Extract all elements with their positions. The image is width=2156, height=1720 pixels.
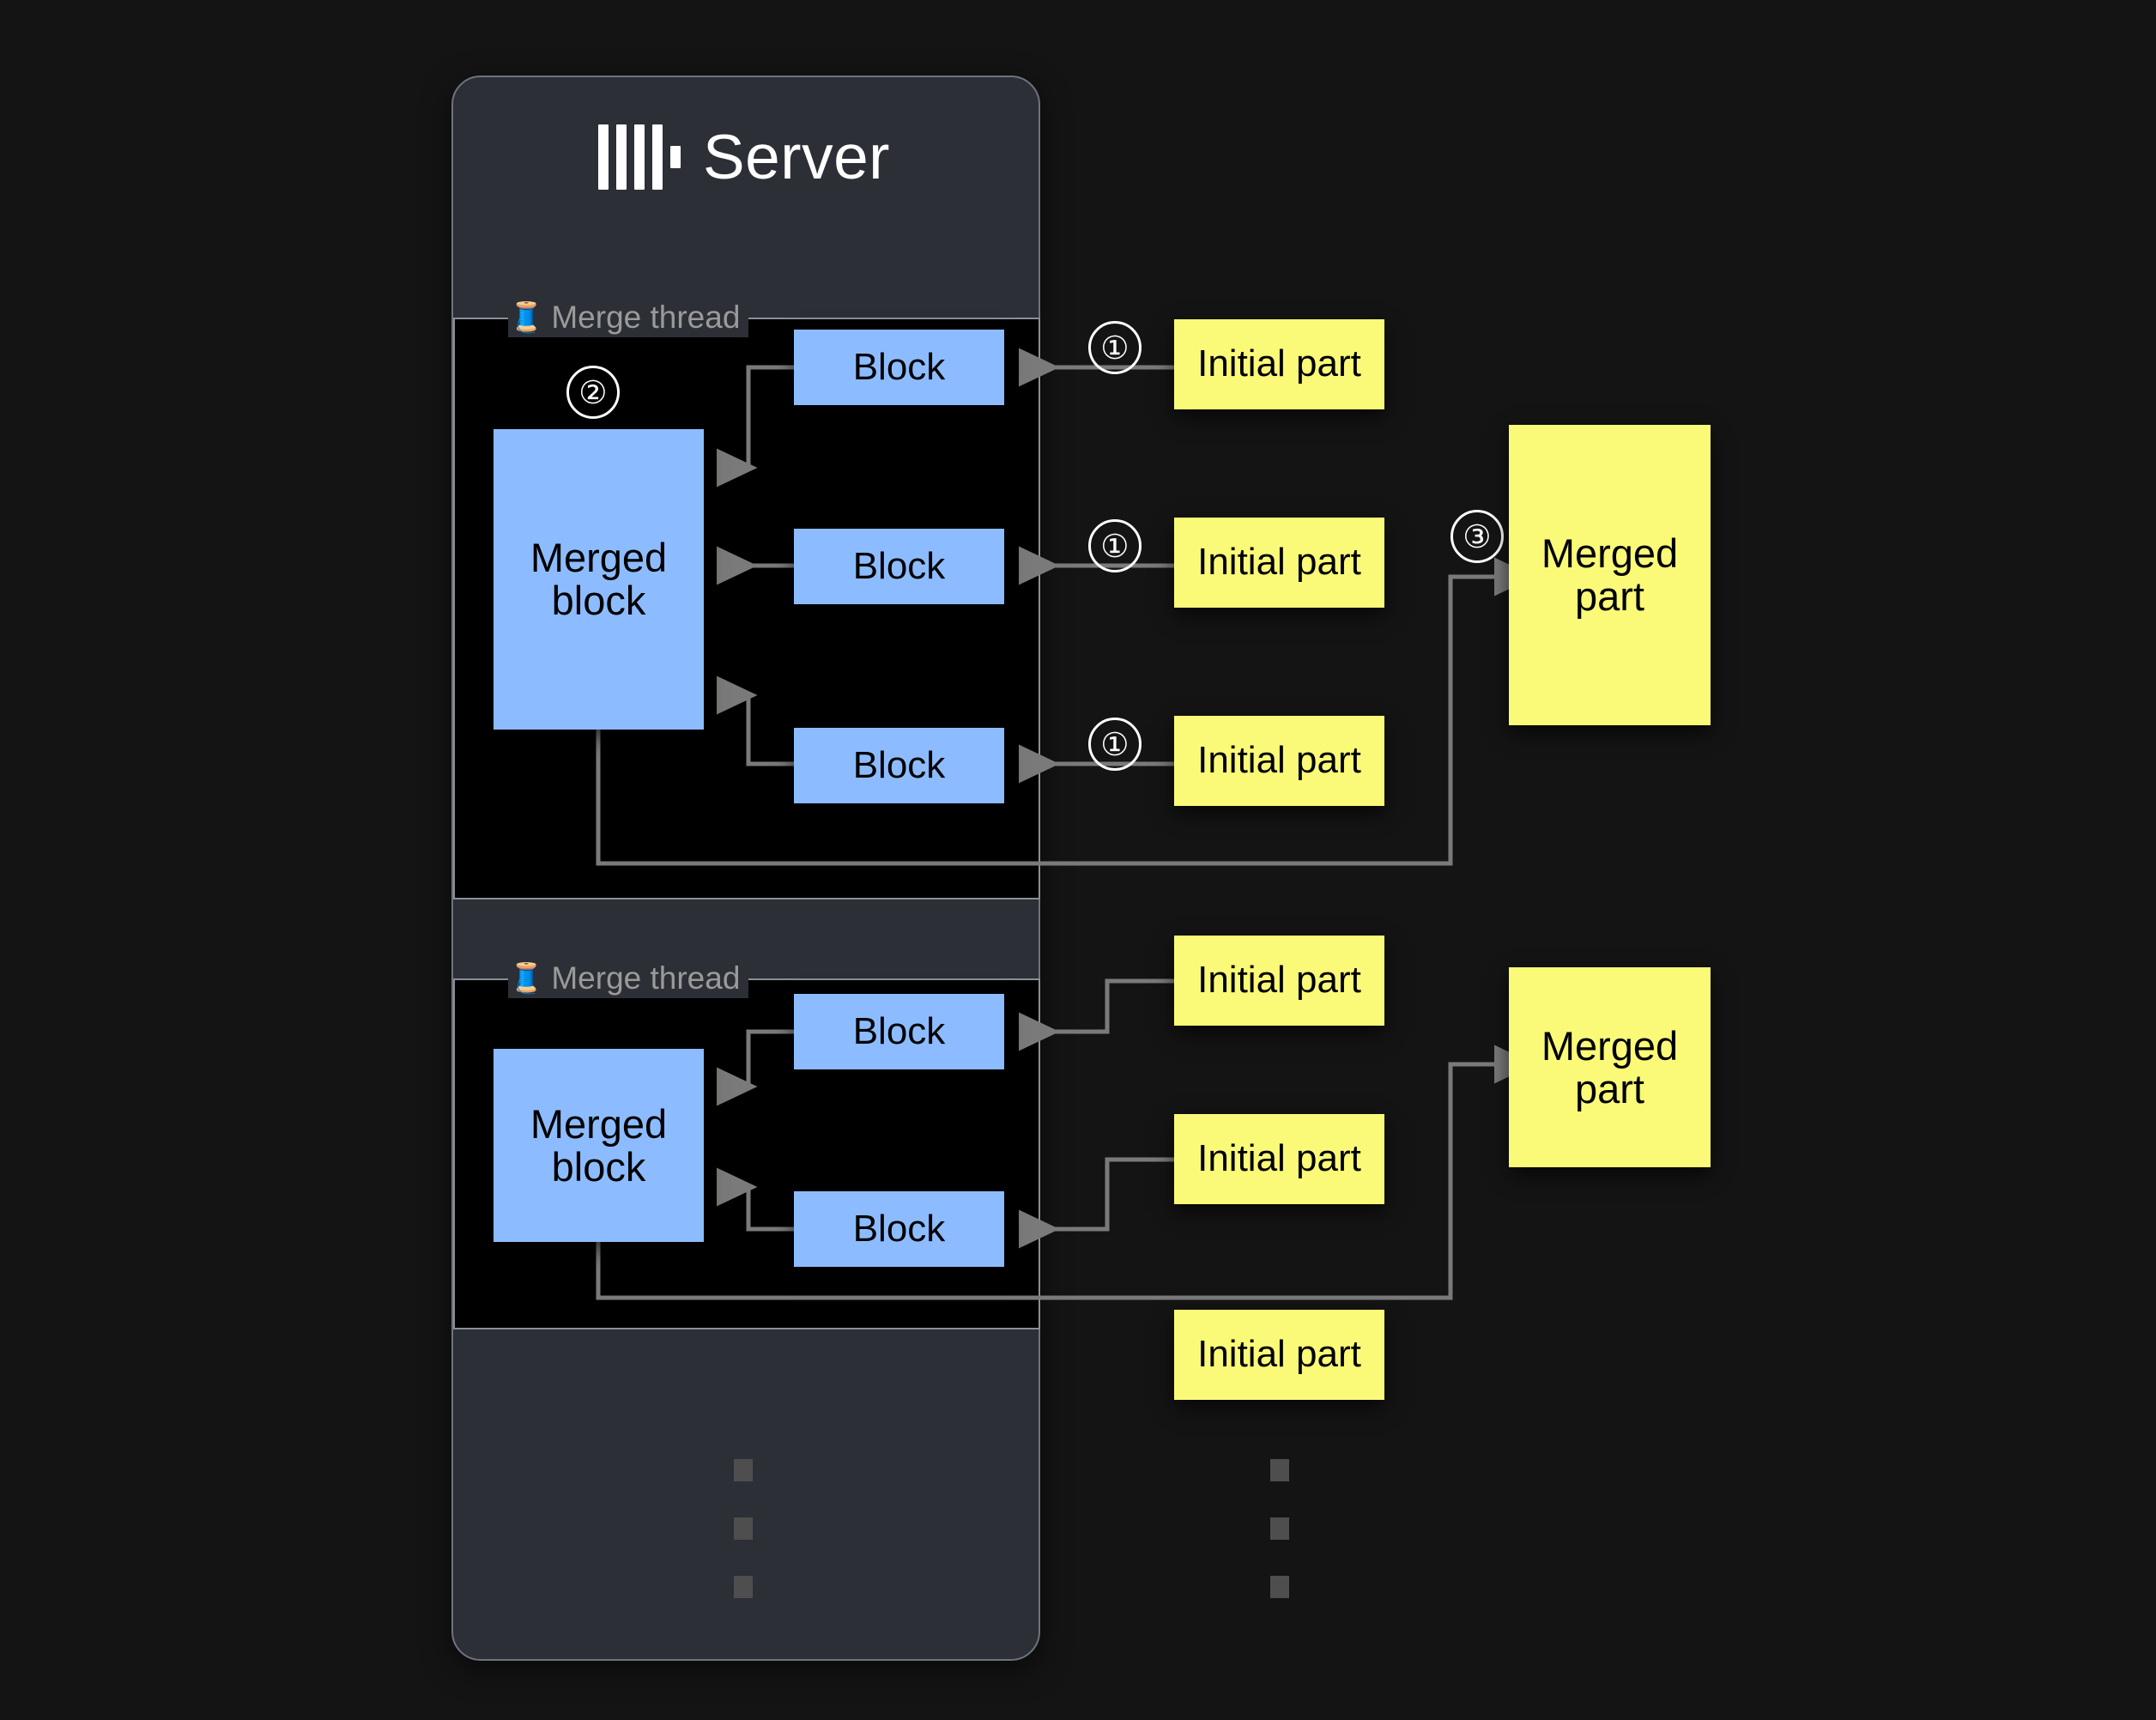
ellipsis-dot — [734, 1459, 753, 1481]
initial-part-3: Initial part — [1174, 716, 1384, 806]
merged-block-1: Merged block — [494, 429, 704, 730]
block-2b: Block — [794, 1191, 1004, 1267]
ellipsis-dot — [1270, 1576, 1289, 1598]
merged-part-2: Merged part — [1509, 967, 1711, 1167]
block-1a: Block — [794, 330, 1004, 405]
clickhouse-logo-icon — [597, 124, 681, 190]
step-marker-1a: ① — [1088, 321, 1142, 374]
step-marker-2: ② — [566, 366, 620, 419]
ellipsis-dot — [734, 1576, 753, 1598]
ellipsis-dot — [734, 1517, 753, 1540]
initial-part-6: Initial part — [1174, 1310, 1384, 1400]
merge-thread-label-1: 🧵 Merge thread — [508, 298, 749, 337]
ellipsis-dot — [1270, 1517, 1289, 1540]
initial-part-1: Initial part — [1174, 319, 1384, 409]
merged-part-1: Merged part — [1509, 425, 1711, 725]
merged-block-2: Merged block — [494, 1049, 704, 1242]
block-1b: Block — [794, 529, 1004, 604]
initial-part-5: Initial part — [1174, 1114, 1384, 1204]
thread-spool-icon: 🧵 — [508, 301, 545, 334]
initial-part-4: Initial part — [1174, 936, 1384, 1026]
ellipsis-server — [734, 1459, 753, 1598]
step-marker-3: ③ — [1450, 510, 1504, 563]
initial-part-2: Initial part — [1174, 518, 1384, 608]
ellipsis-parts — [1270, 1459, 1289, 1598]
merge-thread-label-2: 🧵 Merge thread — [508, 959, 749, 998]
step-marker-1b: ① — [1088, 519, 1142, 572]
server-title-text: Server — [702, 122, 890, 192]
thread-spool-icon: 🧵 — [508, 962, 545, 995]
merge-thread-label-2-text: Merge thread — [551, 960, 741, 996]
step-marker-1c: ① — [1088, 718, 1142, 771]
block-2a: Block — [794, 994, 1004, 1069]
server-title: Server — [451, 110, 1037, 204]
ellipsis-dot — [1270, 1459, 1289, 1481]
merge-thread-label-1-text: Merge thread — [551, 300, 741, 335]
block-1c: Block — [794, 728, 1004, 803]
